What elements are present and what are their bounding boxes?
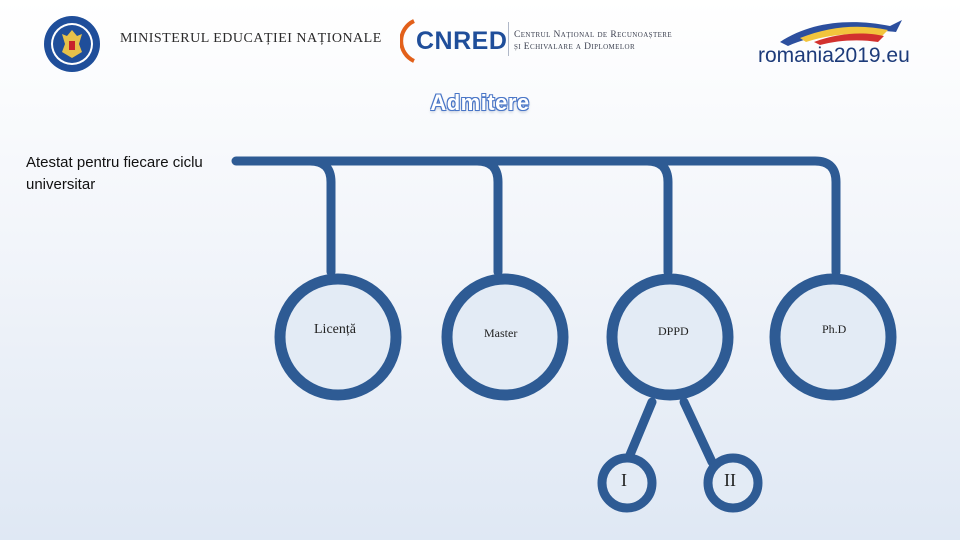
cnred-full-line1: Centrul Național de Recunoaștere [514,30,673,40]
node-circle-licenta [274,273,402,401]
diagram-caption: Atestat pentru fiecare ciclu universitar [26,154,203,193]
connector-master [472,156,503,277]
node-circle-dppd [606,273,734,401]
connector-dppd-ii [679,397,717,467]
node-label-master: Master [484,326,518,340]
ministry-name: MINISTERUL EDUCAȚIEI NAȚIONALE [120,31,382,46]
cnred-abbreviation: CNRED [416,27,508,55]
subnode-circle-i [597,453,657,513]
top-connector-bar [231,156,841,277]
node-circle-phd [769,273,897,401]
node-label-phd: Ph.D [822,322,847,336]
presidency-flag-logo-icon [780,20,902,46]
connector-dppd-i [622,397,657,467]
ministry-seal-icon [44,16,100,72]
cnred-divider [508,22,509,56]
cnred-full-name: Centrul Național de Recunoaștere și Echi… [514,29,672,53]
node-circle-master [441,273,569,401]
connector-licenta [305,156,336,277]
subnode-label-ii: II [724,470,736,490]
subnode-label-i: I [621,470,627,490]
connector-dppd [642,156,673,277]
node-label-licenta: Licență [314,322,356,337]
page-title: Admitere [430,90,530,115]
node-label-dppd: DPPD [658,324,689,338]
cnred-logo-icon [400,19,415,63]
presidency-site: romania2019.eu [758,44,910,67]
cnred-full-line2: și Echivalare a Diplomelor [514,42,636,52]
header: MINISTERUL EDUCAȚIEI NAȚIONALE CNRED Cen… [0,0,960,80]
subnode-circle-ii [703,453,763,513]
